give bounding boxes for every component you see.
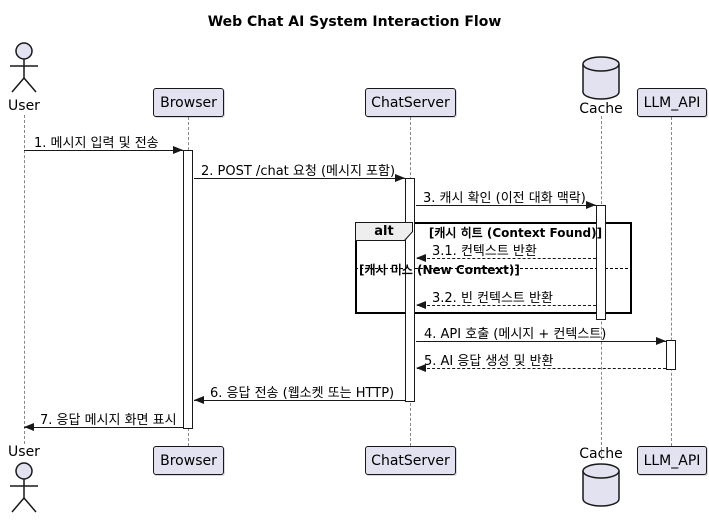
participant-chatserver-bottom: ChatServer bbox=[365, 446, 456, 475]
message-3-1-line bbox=[417, 258, 596, 259]
message-7-arrowhead bbox=[24, 423, 34, 431]
participant-user-label-top: User bbox=[8, 98, 40, 114]
activation-browser bbox=[183, 150, 193, 429]
participant-cache-label-bottom: Cache bbox=[579, 446, 623, 462]
participant-browser-bottom: Browser bbox=[153, 446, 224, 475]
participant-user-label-bottom: User bbox=[8, 444, 40, 460]
message-3-label: 3. 캐시 확인 (이전 대화 맥락) bbox=[423, 191, 586, 206]
alt-fragment-operator-tab: alt bbox=[355, 222, 413, 241]
message-1-label: 1. 메시지 입력 및 전송 bbox=[34, 136, 159, 151]
message-5-arrowhead bbox=[416, 364, 426, 372]
user-actor-icon bbox=[7, 42, 41, 98]
message-3-1-arrowhead bbox=[416, 254, 426, 262]
participant-llm-api-bottom: LLM_API bbox=[637, 446, 707, 475]
message-4-label: 4. API 호출 (메시지 + 컨텍스트) bbox=[424, 327, 607, 342]
message-3-arrowhead bbox=[586, 201, 596, 209]
message-2-label: 2. POST /chat 요청 (메시지 포함) bbox=[201, 164, 396, 179]
alt-divider bbox=[355, 268, 628, 269]
activation-llm-api bbox=[666, 340, 676, 370]
message-3-2-label: 3.2. 빈 컨텍스트 반환 bbox=[432, 291, 553, 306]
lifeline-llm-api bbox=[671, 117, 672, 446]
participant-browser-top: Browser bbox=[153, 88, 224, 117]
message-3-line bbox=[416, 205, 596, 206]
message-3-2-line bbox=[417, 305, 596, 306]
alt-condition-miss: [캐시 미스 (New Context)] bbox=[359, 263, 520, 277]
participant-chatserver-top: ChatServer bbox=[365, 88, 456, 117]
activation-cache bbox=[596, 205, 606, 320]
alt-operator-label: alt bbox=[356, 223, 412, 240]
alt-condition-hit: [캐시 히트 (Context Found)] bbox=[428, 226, 603, 240]
message-4-arrowhead bbox=[656, 337, 666, 345]
message-2-line bbox=[194, 178, 405, 179]
message-1-line bbox=[24, 150, 183, 151]
message-5-label: 5. AI 응답 생성 및 반환 bbox=[424, 354, 554, 369]
message-2-arrowhead bbox=[395, 174, 405, 182]
message-7-label: 7. 응답 메시지 화면 표시 bbox=[40, 413, 177, 428]
message-4-line bbox=[416, 341, 666, 342]
message-5-line bbox=[417, 368, 666, 369]
message-6-arrowhead bbox=[194, 396, 204, 404]
message-7-line bbox=[24, 427, 183, 428]
cache-database-icon bbox=[581, 54, 621, 106]
message-3-2-arrowhead bbox=[416, 301, 426, 309]
participant-llm-api-top: LLM_API bbox=[637, 88, 707, 117]
message-3-1-label: 3.1. 컨텍스트 반환 bbox=[432, 244, 537, 259]
diagram-title: Web Chat AI System Interaction Flow bbox=[207, 14, 502, 30]
user-actor-icon-bottom bbox=[7, 462, 41, 518]
activation-chatserver bbox=[405, 178, 415, 402]
message-6-line bbox=[194, 400, 405, 401]
cache-database-icon-bottom bbox=[581, 461, 621, 513]
lifeline-user bbox=[24, 115, 25, 444]
message-6-label: 6. 응답 전송 (웹소켓 또는 HTTP) bbox=[210, 386, 395, 401]
message-1-arrowhead bbox=[173, 146, 183, 154]
participant-cache-label-top: Cache bbox=[579, 101, 623, 117]
